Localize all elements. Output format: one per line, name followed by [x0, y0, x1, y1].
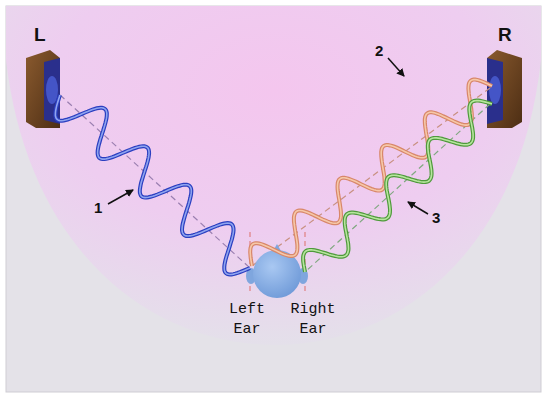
sound-wave: [55, 95, 250, 275]
sound-wave: [250, 80, 492, 266]
path-line: [252, 88, 490, 266]
ear-label: Right Ear: [288, 300, 338, 340]
path-line: [60, 95, 250, 268]
leader-arrow: [408, 202, 428, 214]
callout-number: 3: [432, 209, 440, 226]
sound-wave: [303, 101, 492, 272]
sound-field: [6, 6, 541, 345]
sound-wave: [55, 95, 250, 275]
leader-arrow: [108, 190, 133, 204]
right-speaker: [487, 50, 522, 128]
callout-number: 1: [94, 199, 102, 216]
ear-label: Left Ear: [222, 300, 272, 340]
frame: [6, 6, 541, 392]
sound-wave: [250, 80, 492, 266]
sound-wave: [303, 101, 492, 272]
speaker-label: R: [498, 24, 512, 46]
speaker-label: L: [34, 24, 46, 46]
path-line: [305, 104, 490, 272]
leader-arrow: [388, 58, 404, 76]
callout-number: 2: [375, 42, 383, 59]
